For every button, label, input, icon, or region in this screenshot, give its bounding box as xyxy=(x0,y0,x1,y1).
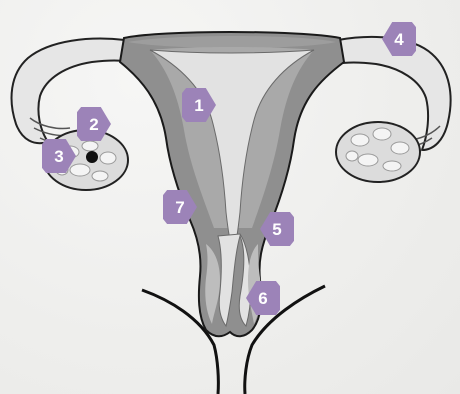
marker-2: 2 xyxy=(77,107,111,141)
marker-6: 6 xyxy=(246,281,280,315)
marker-3: 3 xyxy=(42,139,76,173)
egg-dot xyxy=(86,151,98,163)
marker-1-label: 1 xyxy=(194,97,203,114)
left-fallopian-tube xyxy=(12,39,132,144)
marker-4: 4 xyxy=(382,22,416,56)
marker-5-label: 5 xyxy=(272,221,281,238)
marker-3-label: 3 xyxy=(54,148,63,165)
marker-2-label: 2 xyxy=(89,116,98,133)
marker-4-label: 4 xyxy=(394,31,403,48)
marker-6-label: 6 xyxy=(258,290,267,307)
marker-1: 1 xyxy=(182,88,216,122)
marker-7: 7 xyxy=(163,190,197,224)
marker-7-label: 7 xyxy=(175,199,184,216)
marker-5: 5 xyxy=(260,212,294,246)
